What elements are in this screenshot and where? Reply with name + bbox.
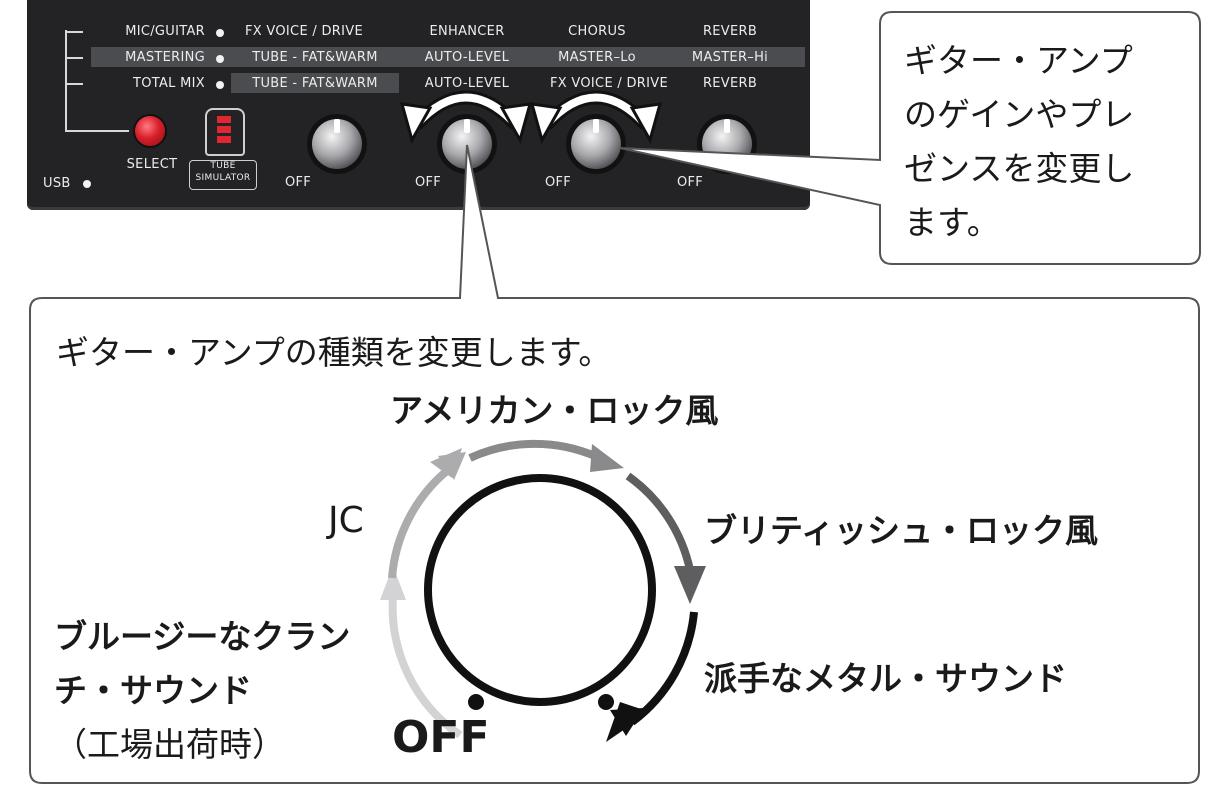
col-label: AUTO-LEVEL [424,50,510,65]
row-label-mastering: MASTERING [125,50,205,65]
select-button[interactable] [135,116,165,146]
knob-chorus[interactable] [566,114,626,174]
tree-line-select [65,130,129,132]
col-label: REVERB [702,24,758,39]
col-label: FX VOICE / DRIVE [245,24,363,39]
position-label-metal: 派手なメタル・サウンド [704,659,1067,698]
select-label: SELECT [126,157,178,172]
col-label: MASTER–Lo [558,50,636,65]
tube-simulator-box [189,160,257,190]
callout-right-box [619,11,1201,265]
knob-fx-voice[interactable] [307,114,367,174]
col-label: TUBE - FAT&WARM [252,76,378,91]
callout-right-line: ます。 [904,203,1000,242]
device-panel: MIC/GUITAR MASTERING TOTAL MIX FX VOICE … [27,0,810,210]
simulator-label: SIMULATOR [195,173,251,183]
position-label-factory-note: （工場出荷時） [54,725,285,764]
rotation-arrow-icon [529,90,663,144]
led-total-mix [216,81,224,89]
position-label-american: アメリカン・ロック風 [390,391,719,430]
arc-arrow-american-to-british [625,472,706,604]
arc-arrow-jc-to-american [468,439,624,472]
mastering-row-bar [91,47,805,67]
knob-off-label: OFF [545,175,572,190]
col-label: FX VOICE / DRIVE [550,76,668,91]
position-label-off: OFF [392,712,490,763]
arc-arrow-blues-to-jc [388,448,466,579]
knob-off-label: OFF [677,175,704,190]
knob-enhancer[interactable] [437,114,497,174]
knob-off-label: OFF [285,175,312,190]
dial-dot-off [468,694,484,710]
usb-led [83,180,91,188]
col-label: MASTER–Hi [691,50,769,65]
dial-dot-max [598,694,614,710]
col-label: AUTO-LEVEL [424,76,510,91]
callout-right-line: ギター・アンプ [904,41,1133,80]
led-mastering [216,55,224,63]
tree-line-vertical [65,30,67,132]
tree-line-row3 [65,83,83,85]
row-label-total-mix: TOTAL MIX [132,76,205,91]
position-label-factory: チ・サウンド [54,671,252,710]
arc-arrow-off-to-blues [380,566,463,739]
rotation-arrow-icon [399,90,533,144]
row-label-mic-guitar: MIC/GUITAR [125,24,205,39]
col-label: ENHANCER [429,24,505,39]
col-label: TUBE - FAT&WARM [252,50,378,65]
callout-right-line: ゼンスを変更し [904,149,1135,188]
tree-line-row2 [65,57,83,59]
tube-label: TUBE [210,161,236,171]
callout-right-line: のゲインやプレ [904,95,1135,134]
arc-arrow-british-to-metal [606,611,698,742]
amp-type-dial [424,474,656,710]
position-label-factory: ブルージーなクラン [54,617,351,656]
knob-off-label: OFF [415,175,442,190]
col-label: REVERB [702,76,758,91]
led-mic-guitar [216,29,224,37]
tube-simulator-icon [205,108,245,156]
position-label-jc: JC [328,500,364,541]
usb-label: USB [43,176,71,191]
tree-line-row1 [65,31,83,33]
main-callout-title: ギター・アンプの種類を変更します。 [56,333,612,372]
position-label-british: ブリティッシュ・ロック風 [704,511,1099,550]
col-label: CHORUS [568,24,626,39]
totalmix-row-bar [231,73,399,93]
